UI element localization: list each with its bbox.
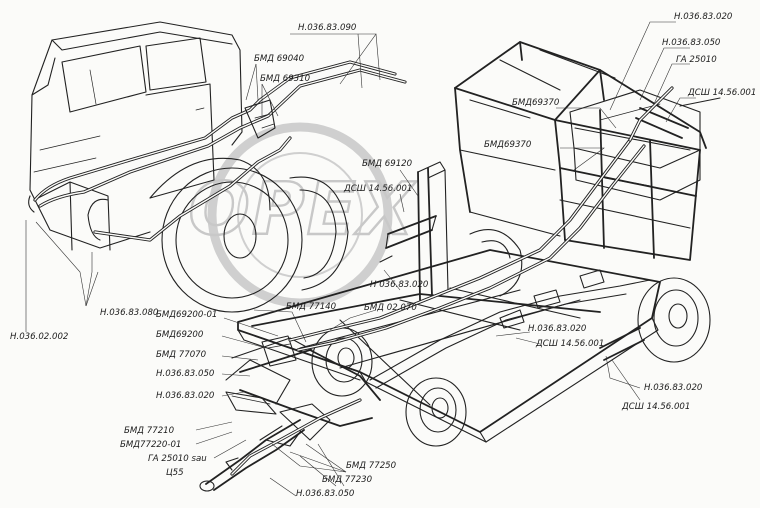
trailer-hydraulic-lines <box>288 86 721 389</box>
label-n036-83-090: Н.036.83.090 <box>298 23 357 33</box>
trailer-wheel-left <box>311 327 373 397</box>
label-bmd77220-01: БМД77220-01 <box>120 440 181 450</box>
label-dsh14-56-001-mid: ДСШ 14.56.001 <box>343 184 412 194</box>
label-dsh14-56-001-c: ДСШ 14.56.001 <box>535 339 604 349</box>
leader-lines <box>25 21 696 497</box>
label-n036-83-020-mid: Н 036.83.020 <box>370 280 429 290</box>
cab-hydraulic-lines <box>28 60 407 242</box>
truck-rear-wheel <box>289 176 349 291</box>
label-n036-83-020-left: Н.036.83.020 <box>156 391 215 401</box>
trailer-upper-rack <box>454 41 707 261</box>
label-bmd02-070: БМД 02.070 <box>364 303 417 313</box>
label-bmd77140: БМД 77140 <box>286 302 337 312</box>
watermark: OPEX <box>187 122 417 308</box>
label-bmd69200-01: БМД69200-01 <box>156 310 217 320</box>
label-bmd77250: БМД 77250 <box>346 461 397 471</box>
label-bmd69200: БМД69200 <box>156 330 204 340</box>
label-n036-83-020-c: Н.036.83.020 <box>528 324 587 334</box>
label-bmd69370-a: БМД69370 <box>512 98 560 108</box>
label-ga25010-top: ГА 25010 <box>676 55 717 65</box>
truck-front-wheel <box>161 167 303 313</box>
label-n036-02-002: Н.036.02.002 <box>10 332 68 342</box>
part-labels: Н.036.83.090 БМД 69040 БМД 69310 Н.036.8… <box>10 12 756 499</box>
label-bmd69310: БМД 69310 <box>260 74 311 84</box>
trailer-wheel-rear <box>469 229 523 297</box>
label-ga25010-sau: ГА 25010 sau <box>148 454 207 464</box>
label-bmd69370-b: БМД69370 <box>484 140 532 150</box>
label-bmd77230: БМД 77230 <box>322 475 373 485</box>
watermark-text: OPEX <box>189 167 417 251</box>
drawbar-hitch <box>199 335 381 492</box>
label-dsh14-56-001-r: ДСШ 14.56.001 <box>621 402 690 412</box>
label-bmd69040: БМД 69040 <box>254 54 305 64</box>
truck-cab <box>29 21 271 251</box>
label-bmd77070: БМД 77070 <box>156 350 207 360</box>
label-n036-83-020-top: Н.036.83.020 <box>674 12 733 22</box>
label-n036-83-050-bot: Н.036.83.050 <box>296 489 355 499</box>
label-n036-83-020-r: Н.036.83.020 <box>644 383 703 393</box>
label-n036-83-050-left: Н.036.83.050 <box>156 369 215 379</box>
trailer-wheel-right <box>637 277 711 363</box>
label-bmd69120: БМД 69120 <box>362 159 413 169</box>
label-dsh14-56-001-top: ДСШ 14.56.001 <box>687 88 756 98</box>
label-ts55: Ц55 <box>166 468 184 478</box>
label-bmd77210: БМД 77210 <box>124 426 175 436</box>
label-n036-83-080: Н.036.83.080 <box>100 308 159 318</box>
label-n036-83-050-top: Н.036.83.050 <box>662 38 721 48</box>
trailer-wheel-middle <box>405 377 467 447</box>
